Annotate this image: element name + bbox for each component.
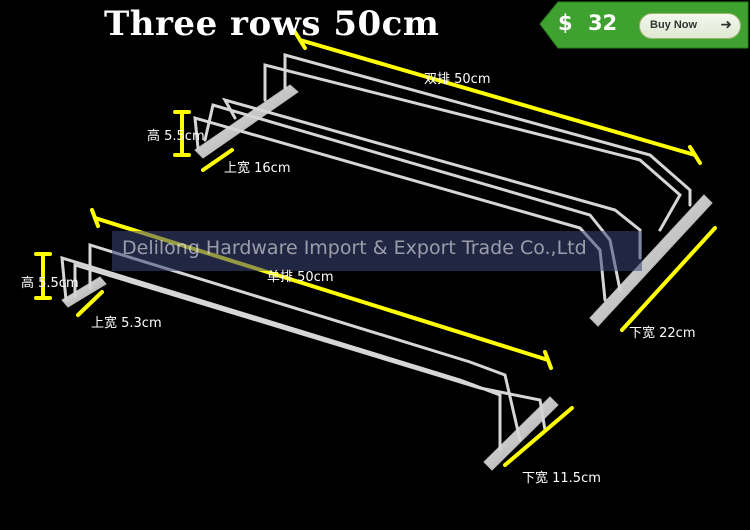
- single-rod-2: [60, 255, 502, 452]
- watermark-text: Delilong Hardware Import & Export Trade …: [122, 237, 587, 259]
- single-top-width-label: 上宽 5.3cm: [91, 316, 162, 331]
- triple-row-rack: [193, 53, 713, 327]
- currency-symbol: $: [558, 11, 573, 35]
- triple-rod-1: [283, 53, 692, 207]
- single-rod-1: [88, 242, 522, 442]
- triple-top-width-label: 上宽 16cm: [224, 161, 291, 176]
- triple-rod-5: [193, 115, 607, 302]
- single-row-rack: [60, 242, 559, 471]
- triple-length-label: 双排 50cm: [424, 72, 491, 87]
- watermark-band: [112, 231, 642, 271]
- single-back-plate: [61, 276, 107, 308]
- triple-bottom-width-label: 下宽 22cm: [629, 326, 696, 341]
- arrow-right-icon: ➜: [720, 16, 732, 32]
- single-length-label: 单排 50cm: [267, 270, 334, 285]
- single-bottom-width-label: 下宽 11.5cm: [522, 471, 601, 486]
- price-label: $ 32: [558, 11, 617, 35]
- buy-now-label: Buy Now: [650, 19, 698, 31]
- triple-rod-2: [263, 63, 682, 232]
- single-rod-3: [73, 262, 547, 432]
- triple-back-plate: [194, 84, 299, 159]
- buy-now-button[interactable]: Buy Now ➜: [639, 13, 741, 39]
- triple-height-label: 高 5.5cm: [147, 129, 205, 144]
- headline: Three rows 50cm: [104, 4, 440, 44]
- single-height-label: 高 5.5cm: [21, 276, 79, 291]
- single-front-plate: [483, 396, 559, 471]
- price-amount: 32: [587, 11, 618, 35]
- triple-front-plate: [589, 194, 713, 327]
